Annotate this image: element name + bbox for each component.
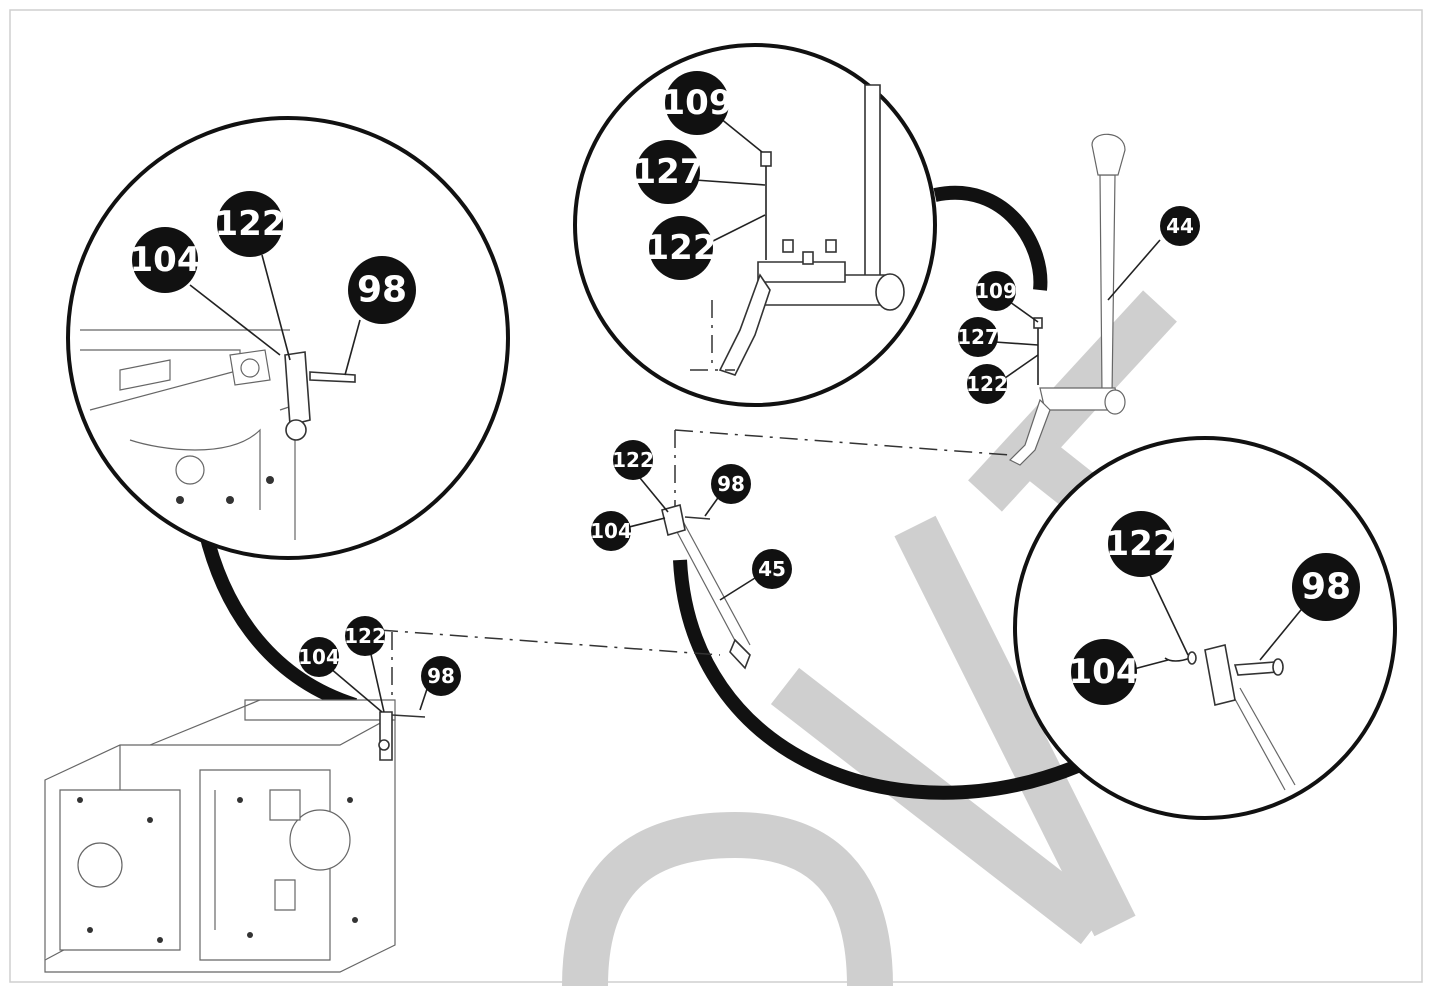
callout-109-lever: 109	[975, 271, 1017, 311]
callout-45-rod: 45	[752, 549, 792, 589]
linkage-rod	[661, 503, 751, 670]
callout-label: 127	[957, 325, 999, 349]
callout-label: 98	[357, 270, 407, 311]
callout-98-right-detail: 98	[1292, 553, 1360, 621]
callout-122-rod: 122	[612, 440, 654, 480]
callout-98-left-detail: 98	[348, 256, 416, 324]
leader-lines	[189, 117, 1306, 713]
callout-label: 122	[1106, 524, 1177, 564]
callout-98-gearbox: 98	[421, 656, 461, 696]
callout-122-left-detail: 122	[215, 191, 286, 257]
detail-circle-left	[66, 116, 510, 560]
callout-label: 122	[612, 448, 654, 472]
callout-109-top-detail: 109	[662, 71, 733, 135]
page-frame	[9, 9, 1423, 983]
callouts: 104 122 98 109 127 122 109 127	[130, 71, 1360, 705]
callout-label: 104	[298, 645, 340, 669]
callout-label: 104	[590, 519, 632, 543]
callout-104-left-detail: 104	[130, 227, 201, 293]
callout-label: 44	[1166, 214, 1194, 238]
callout-label: 98	[1301, 567, 1351, 608]
callout-122-right-detail: 122	[1106, 511, 1177, 577]
callout-44-lever: 44	[1160, 206, 1200, 246]
callout-127-top-detail: 127	[633, 140, 704, 204]
callout-label: 109	[662, 83, 733, 123]
callout-label: 122	[646, 228, 717, 268]
callout-122-lever: 122	[966, 364, 1008, 404]
callout-122-top-detail: 122	[646, 216, 717, 280]
callout-label: 122	[344, 624, 386, 648]
callout-104-gearbox: 104	[298, 637, 340, 677]
callout-122-gearbox: 122	[344, 616, 386, 656]
gearbox-lever	[378, 711, 426, 761]
callout-label: 127	[633, 152, 704, 192]
detail-circle-top	[573, 43, 937, 407]
detail-circle-bottom-right	[1013, 436, 1397, 820]
callout-label: 45	[758, 557, 786, 581]
callout-label: 104	[130, 240, 201, 280]
gear-lever-assembly	[1008, 133, 1126, 466]
callout-label: 104	[1069, 652, 1140, 692]
callout-label: 98	[427, 664, 455, 688]
callout-98-rod: 98	[711, 464, 751, 504]
gearbox-housing	[44, 699, 396, 973]
callout-label: 109	[975, 279, 1017, 303]
callout-label: 98	[717, 472, 745, 496]
callout-104-rod: 104	[590, 511, 632, 551]
callout-104-right-detail: 104	[1069, 639, 1140, 705]
callout-label: 122	[966, 372, 1008, 396]
callout-127-lever: 127	[957, 317, 999, 357]
callout-label: 122	[215, 204, 286, 244]
zoom-connectors	[198, 185, 1083, 800]
